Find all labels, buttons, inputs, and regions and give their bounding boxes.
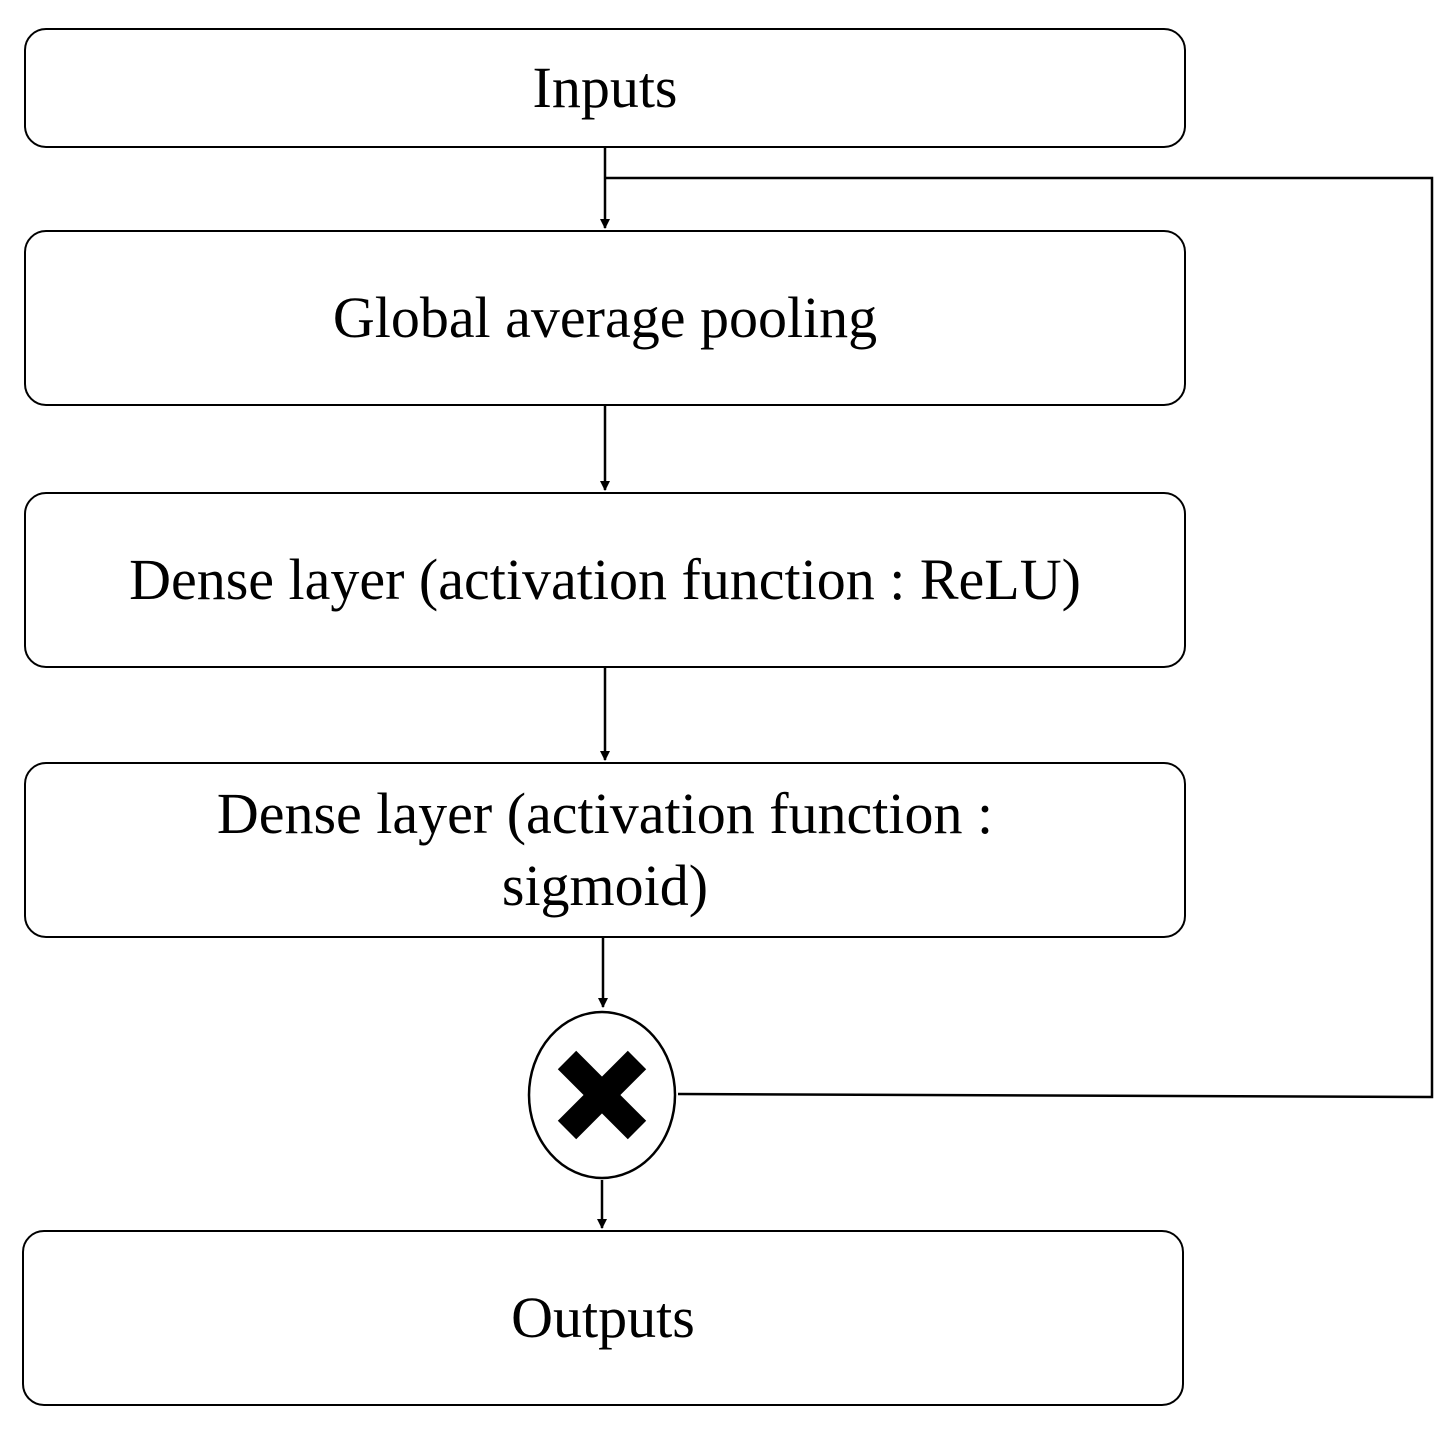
inputs-label: Inputs bbox=[532, 55, 678, 120]
global-average-pooling-label: Global average pooling bbox=[332, 285, 878, 350]
multiply-operator-node bbox=[527, 1010, 677, 1180]
global-average-pooling-node: Global average pooling bbox=[24, 230, 1186, 406]
outputs-label: Outputs bbox=[511, 1285, 695, 1350]
dense-sigmoid-node: Dense layer (activation function : sigmo… bbox=[24, 762, 1186, 938]
dense-relu-label: Dense layer (activation function : ReLU) bbox=[129, 547, 1081, 612]
multiply-x-icon bbox=[557, 1050, 647, 1140]
outputs-node: Outputs bbox=[22, 1230, 1184, 1406]
inputs-node: Inputs bbox=[24, 28, 1186, 148]
dense-sigmoid-label: Dense layer (activation function : sigmo… bbox=[216, 781, 994, 918]
skip-connection-line bbox=[605, 176, 1434, 1099]
dense-relu-node: Dense layer (activation function : ReLU) bbox=[24, 492, 1186, 668]
